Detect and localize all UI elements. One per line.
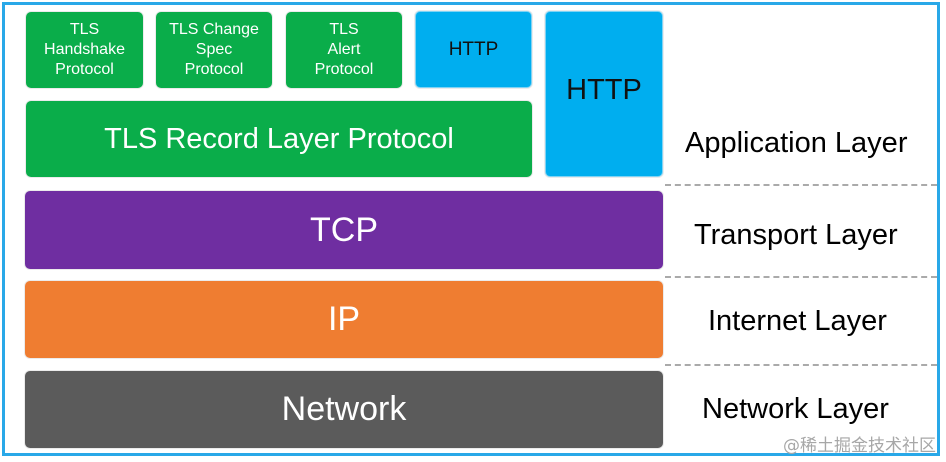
network-label: Network <box>281 390 407 428</box>
ip-label: IP <box>327 300 361 338</box>
watermark: @稀土掘金技术社区 <box>783 436 936 456</box>
tls-change-spec-box: TLS Change Spec Protocol <box>156 12 272 88</box>
ip-box: IP <box>25 281 663 358</box>
application-layer-label: Application Layer <box>685 127 908 159</box>
tls-record-layer-label: TLS Record Layer Protocol <box>104 122 454 155</box>
tcp-box: TCP <box>25 191 663 269</box>
tls-record-layer-box: TLS Record Layer Protocol <box>26 101 532 177</box>
http-small-label: HTTP <box>448 38 499 60</box>
http-large-box: HTTP <box>545 11 663 177</box>
network-layer-label: Network Layer <box>702 393 889 425</box>
tls-change-spec-label: TLS Change Spec Protocol <box>169 21 259 78</box>
diagram-frame <box>2 2 940 456</box>
tls-alert-label: TLS Alert Protocol <box>314 21 374 78</box>
http-small-box: HTTP <box>415 11 532 88</box>
tls-handshake-label: TLS Handshake Protocol <box>44 21 125 78</box>
tls-handshake-box: TLS Handshake Protocol <box>26 12 143 88</box>
separator-application-transport <box>665 184 937 186</box>
separator-internet-network <box>665 364 937 366</box>
transport-layer-label: Transport Layer <box>694 219 898 251</box>
tls-alert-box: TLS Alert Protocol <box>286 12 402 88</box>
http-large-label: HTTP <box>566 74 642 106</box>
network-box: Network <box>25 371 663 448</box>
tcp-label: TCP <box>310 210 378 249</box>
internet-layer-label: Internet Layer <box>708 305 887 337</box>
separator-transport-internet <box>665 276 937 278</box>
